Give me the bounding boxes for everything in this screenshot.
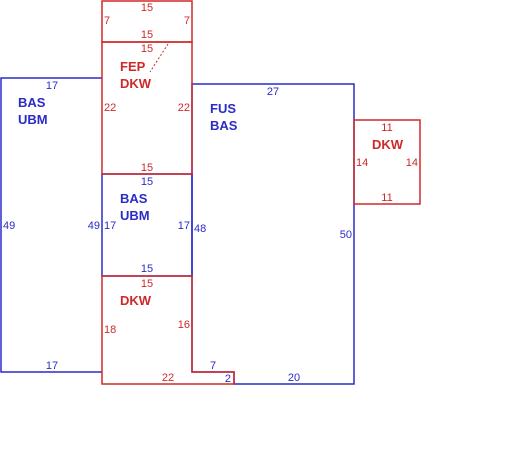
dkw-lower-label: DKW xyxy=(120,293,152,308)
bas-ubm-left-label-line1: BAS xyxy=(18,95,46,110)
dkw-right-dim-left: 14 xyxy=(356,157,368,169)
dkw-lower-dim-right: 16 xyxy=(178,319,190,331)
fus-bas-dim-step-side: 2 xyxy=(225,373,231,385)
fep-dkw-dim-top: 15 xyxy=(141,43,153,55)
fus-bas-label-line2: BAS xyxy=(210,118,238,133)
fep-dkw-label-line1: FEP xyxy=(120,59,146,74)
fus-bas-dim-step-top: 7 xyxy=(210,360,216,372)
bas-ubm-left-dim-left: 49 xyxy=(3,220,15,232)
dkw-right-dim-top: 11 xyxy=(381,122,392,134)
fep-dkw-dim-right: 22 xyxy=(178,102,190,114)
dkw-right-label: DKW xyxy=(372,137,404,152)
dkw-right-dim-right: 14 xyxy=(406,157,418,169)
dkw-lower-dim-left: 18 xyxy=(104,324,116,336)
bas-ubm-left-dim-top: 17 xyxy=(46,80,58,92)
top-small-dim-top: 15 xyxy=(141,2,153,14)
fus-bas-dim-top: 27 xyxy=(267,86,279,98)
bas-ubm-center-label-line1: BAS xyxy=(120,191,148,206)
bas-ubm-center-dim-top: 15 xyxy=(141,176,153,188)
top-small-dim-right: 7 xyxy=(184,15,190,27)
fep-dkw-label-line2: DKW xyxy=(120,76,152,91)
bas-ubm-center-dim-bottom: 15 xyxy=(141,263,153,275)
bas-ubm-left-label-line2: UBM xyxy=(18,112,48,127)
bas-ubm-left-outline xyxy=(0,77,102,373)
fus-bas-dim-left: 48 xyxy=(194,223,206,235)
dkw-lower-outline xyxy=(101,275,235,385)
bas-ubm-left-dim-right: 49 xyxy=(88,220,100,232)
bas-ubm-center-label-line2: UBM xyxy=(120,208,150,223)
bas-ubm-center-dim-right: 17 xyxy=(178,220,190,232)
fep-dkw-dim-left: 22 xyxy=(104,102,116,114)
dkw-lower-dim-bottom: 22 xyxy=(162,372,174,384)
fep-dkw-diagonal xyxy=(149,43,169,73)
fep-dkw-outline xyxy=(101,41,193,175)
bas-ubm-left-dim-bottom: 17 xyxy=(46,360,58,372)
fus-bas-label-line1: FUS xyxy=(210,101,236,116)
dkw-right-dim-bottom: 11 xyxy=(381,192,392,204)
top-small-dim-bottom: 15 xyxy=(141,29,153,41)
dkw-right-outline xyxy=(353,119,421,205)
fus-bas-dim-right: 50 xyxy=(340,229,352,241)
dkw-lower-dim-top: 15 xyxy=(141,278,153,290)
bas-ubm-center-dim-left: 17 xyxy=(104,220,116,232)
top-small-dim-left: 7 xyxy=(104,15,110,27)
fus-bas-dim-bottom: 20 xyxy=(288,372,300,384)
fep-dkw-dim-bottom: 15 xyxy=(141,162,153,174)
